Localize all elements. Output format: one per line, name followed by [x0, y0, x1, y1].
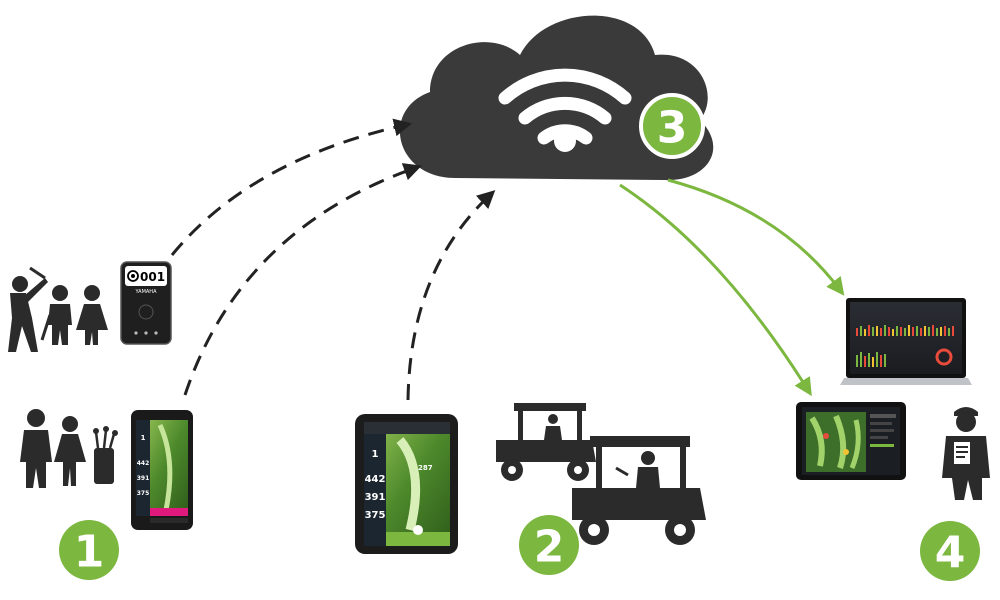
step-badge-carts: 2: [519, 515, 579, 575]
handheld-yardage-2: 391: [137, 475, 150, 482]
green-arrow-laptop: [667, 178, 845, 296]
tablet-course-map: [796, 402, 906, 480]
golfer-icon: [8, 266, 108, 352]
green-arrow-tablet: [619, 183, 812, 397]
gps-tracker-device: 001 YAMAHA: [120, 261, 172, 345]
dashed-arrow-handheld: [183, 163, 422, 396]
handheld-hole-number: 1: [141, 434, 146, 442]
tracker-brand-label: YAMAHA: [134, 289, 157, 295]
step-number-manager: 4: [935, 528, 966, 579]
cart-screen-yardage-2: 391: [365, 492, 386, 503]
step-number-players: 1: [74, 527, 105, 578]
player-group-icon: [20, 409, 118, 488]
handheld-yardage-1: 442: [137, 460, 150, 467]
cart-screen-distance: 287: [418, 464, 433, 472]
cart-screen-yardage-3: 375: [365, 510, 386, 521]
step-badge-cloud: 3: [639, 93, 705, 159]
step-number-cloud: 3: [657, 103, 688, 154]
manager-clipboard-icon: [942, 407, 990, 500]
dashed-arrow-tracker: [170, 118, 413, 256]
cart-screen-yardage-1: 442: [365, 474, 386, 485]
golf-cart-icon: [496, 403, 706, 545]
cart-gps-screen: 1 442 391 375 287: [355, 414, 458, 554]
cart-screen-hole-number: 1: [372, 449, 379, 460]
step-badge-manager: 4: [920, 521, 980, 581]
tracker-id-label: 001: [140, 270, 165, 284]
wifi-cloud-icon: [399, 15, 714, 181]
laptop-dashboard: [840, 298, 972, 385]
handheld-gps-device: 1 442 391 375: [131, 410, 193, 530]
handheld-yardage-3: 375: [137, 490, 150, 497]
step-number-carts: 2: [534, 522, 565, 573]
dashed-arrow-cart-screen: [406, 190, 496, 401]
dashboard-bars: [856, 325, 954, 367]
step-badge-players: 1: [59, 520, 119, 580]
